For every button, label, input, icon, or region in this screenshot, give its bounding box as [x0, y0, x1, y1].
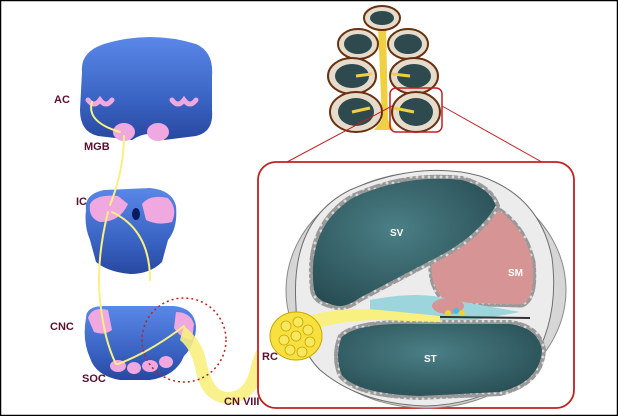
ganglion-cell — [285, 345, 295, 355]
ganglion-cell — [279, 335, 289, 345]
soc-nucleus-4 — [159, 356, 173, 368]
soc-nucleus-2 — [127, 362, 141, 374]
ganglion-cell — [291, 331, 301, 341]
right-mgb-nucleus — [147, 123, 169, 141]
label-rc: RC — [262, 351, 278, 363]
label-ac: AC — [54, 94, 70, 106]
aqueduct — [132, 208, 140, 220]
label-sm: SM — [508, 268, 523, 279]
label-sv: SV — [390, 228, 404, 239]
right-ic-nucleus — [142, 197, 174, 224]
hair-cell-1 — [445, 310, 451, 316]
turn-2-right-lumen — [394, 34, 422, 54]
scala-tympani — [336, 322, 544, 398]
turn-2-left-lumen — [344, 34, 372, 54]
cortex-slice — [80, 37, 212, 140]
hair-cell-3 — [459, 310, 465, 316]
right-cortex-nucleus — [172, 100, 196, 104]
label-st: ST — [424, 354, 437, 365]
soc-nucleus-3 — [142, 360, 158, 372]
hair-cell-2 — [453, 308, 459, 314]
basal-turn-right-lumen — [399, 98, 433, 126]
label-ic: IC — [76, 196, 87, 208]
label-cn-viii: CN VIII — [224, 396, 259, 408]
ganglion-cell — [303, 325, 313, 335]
label-cnc: CNC — [50, 321, 74, 333]
ganglion-cell — [281, 321, 291, 331]
ganglion-cell — [297, 347, 307, 357]
apical-turn-lumen — [370, 11, 394, 25]
label-mgb: MGB — [84, 141, 110, 153]
label-soc: SOC — [82, 373, 106, 385]
ganglion-cell — [305, 337, 315, 347]
ganglion-cell — [293, 317, 303, 327]
